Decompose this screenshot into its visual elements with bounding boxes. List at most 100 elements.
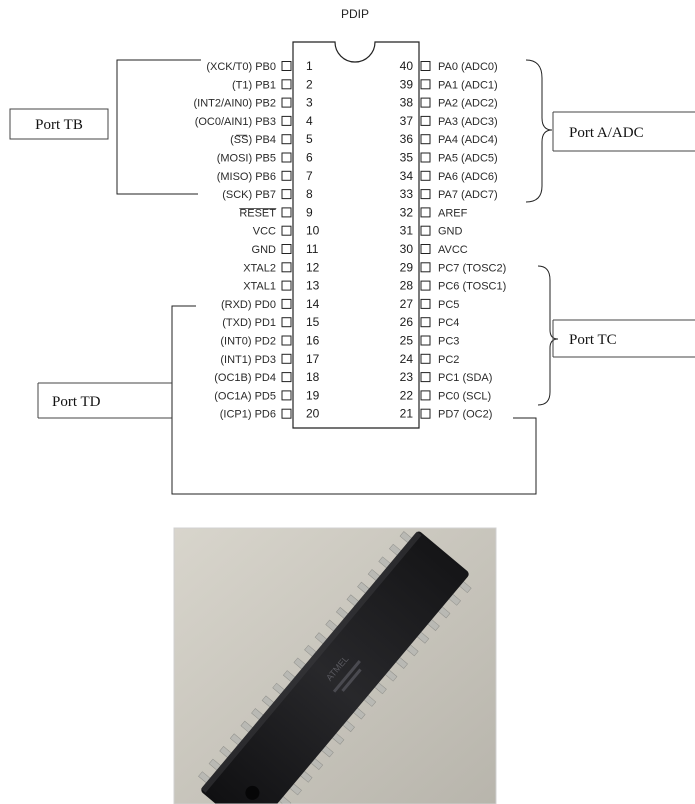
pin-number-14: 14 [306, 297, 320, 311]
pin-label-39: PA1 (ADC1) [438, 79, 498, 91]
pin-label-11: GND [252, 244, 277, 256]
pin-label-34: PA6 (ADC6) [438, 171, 498, 183]
chip-marking-line-2 [341, 668, 362, 692]
pin-label-33: PA7 (ADC7) [438, 189, 498, 201]
chip-marking-line-1 [332, 660, 361, 693]
pin-number-19: 19 [306, 388, 320, 402]
pin-number-35: 35 [400, 151, 414, 165]
chip-pin1-dot [245, 785, 260, 800]
pin-stub-32 [420, 207, 431, 218]
pin-stub-11 [281, 244, 292, 254]
pin-label-19: (OC1A) PD5 [214, 390, 276, 402]
pin-number-9: 9 [306, 205, 313, 219]
pin-stub-29 [420, 262, 431, 273]
pin-label-3: (INT2/AIN0) PB2 [193, 98, 276, 110]
pin-label-17: (INT1) PD3 [220, 354, 276, 366]
port-d-bracket [171, 305, 537, 495]
pin-number-40: 40 [400, 59, 414, 73]
pin-label-35: PA5 (ADC5) [438, 153, 498, 165]
pin-stub-5 [281, 134, 292, 145]
pin-stub-33 [420, 189, 431, 200]
pin-number-10: 10 [306, 224, 320, 238]
pin-label-6: (MOSI) PB5 [217, 153, 276, 165]
pin-stub-2 [281, 79, 292, 90]
pin-number-2: 2 [306, 77, 313, 91]
pin-label-18: (OC1B) PD4 [214, 372, 276, 384]
pin-stub-12 [281, 262, 292, 273]
photo-frame [173, 527, 497, 804]
pin-label-4: (OC0/AIN1) PB3 [195, 116, 276, 128]
pin-stub-6 [281, 152, 292, 163]
pin-label-26: PC4 [438, 317, 459, 329]
pin-stub-18 [281, 372, 292, 383]
pin-number-17: 17 [306, 352, 320, 366]
pin-label-5: (SS) PB4 [230, 134, 276, 146]
pin-label-36: PA4 (ADC4) [438, 134, 498, 146]
chip-photo: ATMEL [173, 527, 497, 804]
pin-stub-3 [281, 97, 292, 108]
port-c-brace [537, 265, 559, 406]
pin-stub-28 [420, 280, 431, 291]
pin-label-37: PA3 (ADC3) [438, 116, 498, 128]
chip-body [201, 531, 469, 804]
pin-stub-39 [420, 79, 431, 90]
pin-stub-37 [420, 115, 431, 126]
pin-number-31: 31 [400, 224, 414, 238]
pin-label-2: (T1) PB1 [232, 79, 276, 91]
pin-stub-30 [420, 244, 431, 254]
pin-number-8: 8 [306, 187, 313, 201]
pin-label-10: VCC [253, 226, 276, 238]
pin-stub-9 [281, 207, 292, 218]
pin-label-20: (ICP1) PD6 [220, 409, 276, 421]
pin-stub-34 [420, 170, 431, 181]
pin-stub-21 [420, 408, 431, 419]
pin-number-25: 25 [400, 334, 414, 348]
pin-stub-38 [420, 97, 431, 108]
pin-label-40: PA0 (ADC0) [438, 61, 498, 73]
pin-stub-15 [281, 317, 292, 328]
pin-number-13: 13 [306, 279, 320, 293]
pin-label-28: PC6 (TOSC1) [438, 281, 506, 293]
pin-number-29: 29 [400, 260, 414, 274]
package-label: PDIP [341, 7, 369, 21]
pin-label-15: (TXD) PD1 [222, 317, 276, 329]
pin-label-14: (RXD) PD0 [221, 299, 276, 311]
pin-number-6: 6 [306, 151, 313, 165]
pin-stub-7 [281, 170, 292, 181]
pin-label-1: (XCK/T0) PB0 [206, 61, 276, 73]
pin-label-8: (SCK) PB7 [222, 189, 276, 201]
pin-number-7: 7 [306, 169, 313, 183]
pin-stub-10 [281, 225, 292, 236]
pin-number-32: 32 [400, 205, 414, 219]
pin-number-33: 33 [400, 187, 414, 201]
pin-number-1: 1 [306, 59, 313, 73]
pin-label-24: PC2 [438, 354, 459, 366]
pin-number-24: 24 [400, 352, 414, 366]
pin-number-27: 27 [400, 297, 414, 311]
pin-number-23: 23 [400, 370, 414, 384]
pin-label-13: XTAL1 [243, 281, 276, 293]
port-a-brace [525, 59, 553, 203]
pin-number-38: 38 [400, 96, 414, 110]
pin-stub-24 [420, 353, 431, 364]
port-b-label: Port TB [35, 117, 83, 133]
pin-number-39: 39 [400, 77, 414, 91]
pin-number-36: 36 [400, 132, 414, 146]
pin-stub-36 [420, 134, 431, 145]
pin-number-22: 22 [400, 388, 414, 402]
pin-stub-16 [281, 335, 292, 346]
pin-label-9: RESET [239, 207, 276, 219]
pin-label-32: AREF [438, 207, 468, 219]
pin-number-16: 16 [306, 334, 320, 348]
pin-number-4: 4 [306, 114, 313, 128]
pin-number-20: 20 [306, 407, 320, 421]
port-b-bracket [116, 59, 201, 195]
pin-stub-20 [281, 408, 292, 419]
pin-label-23: PC1 (SDA) [438, 372, 492, 384]
port-b-box [9, 108, 109, 140]
pin-stub-14 [281, 298, 292, 309]
pin-label-7: (MISO) PB6 [217, 171, 276, 183]
pin-stub-31 [420, 225, 431, 236]
